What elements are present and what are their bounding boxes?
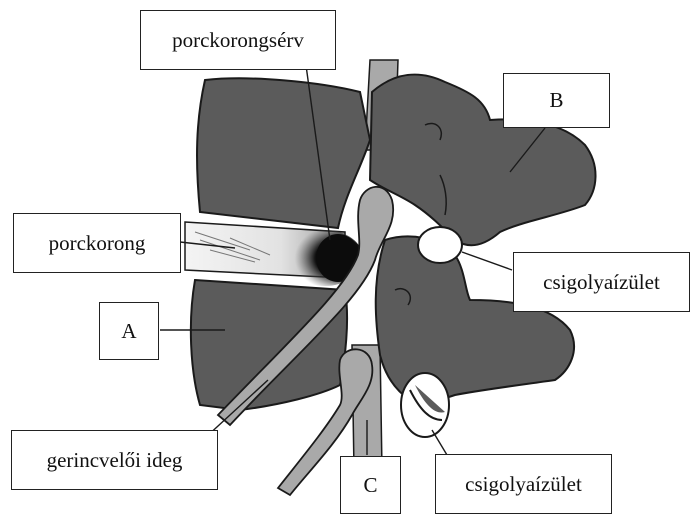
lower-vertebral-body [191, 280, 347, 410]
label-facet-upper: csigolyaízület [513, 252, 690, 312]
label-herniation: porckorongsérv [140, 10, 336, 70]
label-vertebra-a: A [99, 302, 159, 360]
label-disc: porckorong [13, 213, 181, 273]
label-c: C [340, 456, 401, 514]
upper-vertebral-body [197, 78, 370, 228]
facet-joint-upper [418, 227, 462, 263]
label-nerve: gerincvelői ideg [11, 430, 218, 490]
label-facet-lower: csigolyaízület [435, 454, 612, 514]
label-vertebra-b: B [503, 73, 610, 128]
facet-joint-lower [401, 373, 449, 437]
